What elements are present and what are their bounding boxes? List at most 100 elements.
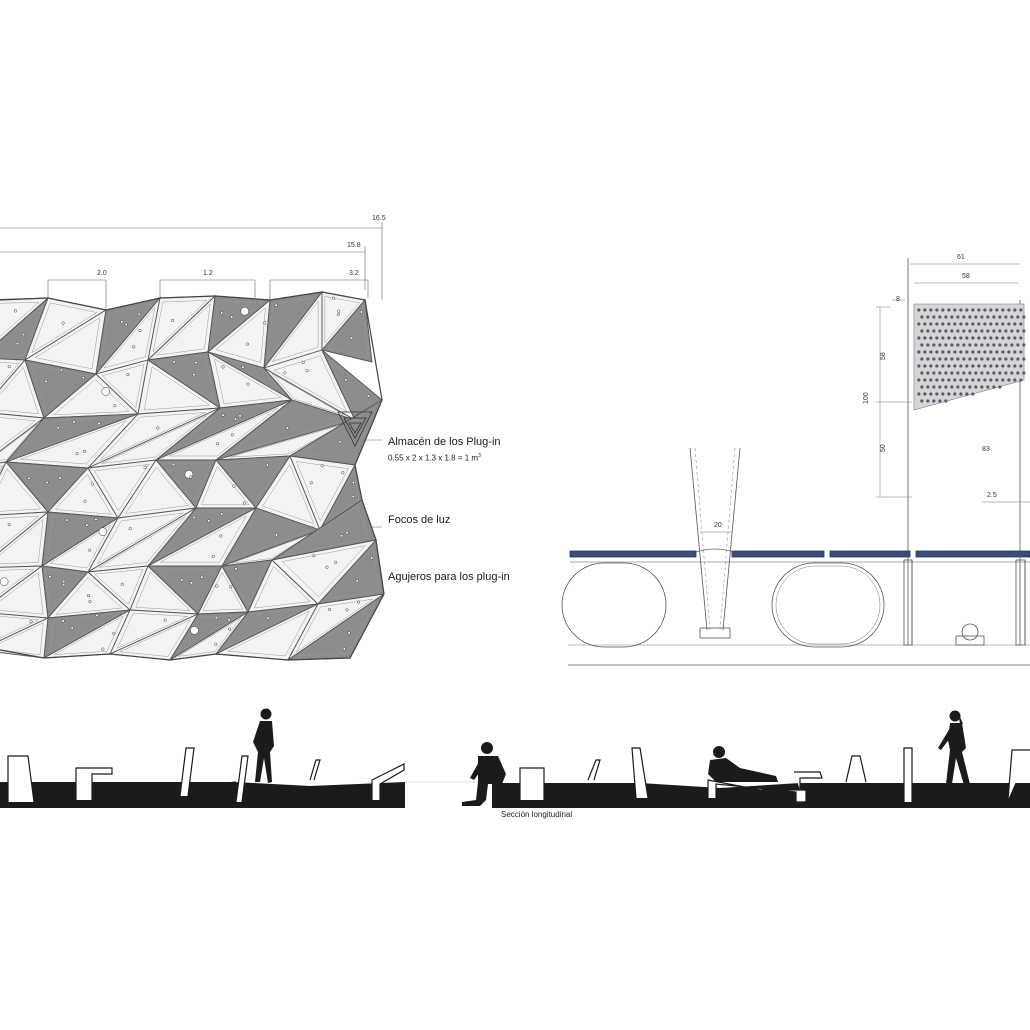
panel-facet-inset <box>0 366 39 415</box>
perforation-dot <box>1019 308 1023 312</box>
perforation-dot <box>944 385 948 389</box>
plug-in-hole <box>45 480 49 485</box>
panel-facet-inset <box>45 569 83 613</box>
panel-facet-inset <box>118 619 191 657</box>
perforation-dot <box>917 350 921 354</box>
perforation-dot <box>1001 364 1005 368</box>
perforation-dot <box>1004 315 1008 319</box>
perforation-dot <box>986 371 990 375</box>
perforation-dot <box>947 322 951 326</box>
perforation-dot <box>971 308 975 312</box>
perforation-dot <box>971 336 975 340</box>
perforation-dot <box>1013 322 1017 326</box>
plug-in-hole <box>345 531 349 535</box>
plug-in-hole <box>124 322 128 327</box>
section-caption: Sección longitudinal <box>501 810 573 819</box>
perforation-dot <box>926 371 930 375</box>
plug-in-hole <box>266 616 270 620</box>
panel-facet-inset <box>155 568 216 609</box>
perforation-dot <box>998 371 1002 375</box>
perforation-dot <box>956 357 960 361</box>
perforation-dot <box>1010 357 1014 361</box>
plug-in-hole <box>95 613 99 617</box>
label-holes: Agujeros para los plug-in <box>388 571 510 583</box>
perforation-dot <box>1004 329 1008 333</box>
panel-facet-inset <box>94 464 150 512</box>
perforation-dot <box>1001 378 1005 382</box>
panel-facet-inset <box>215 307 266 363</box>
perforation-dot <box>980 315 984 319</box>
perforation-dot <box>1013 336 1017 340</box>
plug-in-hole <box>234 567 238 571</box>
perforation-dot <box>959 350 963 354</box>
plug-in-hole <box>207 519 211 523</box>
perforation-dot <box>959 336 963 340</box>
perforation-dot <box>971 378 975 382</box>
plug-in-hole <box>359 310 363 314</box>
perforation-dot <box>932 371 936 375</box>
perforation-dot <box>965 392 969 396</box>
perforation-dot <box>974 385 978 389</box>
perforation-dot <box>923 364 927 368</box>
perforation-dot <box>977 378 981 382</box>
perforation-dot <box>917 322 921 326</box>
plug-in-hole <box>86 594 91 598</box>
plug-in-hole <box>7 365 11 369</box>
perforation-dot <box>941 364 945 368</box>
person-walking-icon <box>938 710 970 785</box>
perforation-dot <box>1016 357 1020 361</box>
plug-in-hole <box>72 420 76 424</box>
plug-in-hole <box>230 315 234 319</box>
plug-in-hole <box>233 417 238 421</box>
plug-in-hole <box>58 476 62 480</box>
plug-in-hole <box>59 368 64 372</box>
dim-bench-upper: 58 <box>880 352 887 360</box>
panel-facet-inset <box>135 571 191 611</box>
perforation-dot <box>983 308 987 312</box>
panel-facet-inset <box>94 569 144 605</box>
panel-facet-inset <box>49 613 119 653</box>
perforation-dot <box>935 350 939 354</box>
dim-bench-outer: 61 <box>957 254 965 261</box>
perforation-dot <box>941 308 945 312</box>
plug-in-hole <box>334 560 338 564</box>
perforation-dot <box>944 357 948 361</box>
plug-in-hole <box>246 382 250 386</box>
plug-in-hole <box>344 378 348 382</box>
plug-in-hole <box>337 309 341 313</box>
panel-facet-inset <box>158 511 245 559</box>
plug-in-hole <box>220 512 224 516</box>
perforation-dot <box>929 364 933 368</box>
plug-in-hole <box>22 333 26 337</box>
plug-in-hole <box>101 387 111 396</box>
panel-facet-inset <box>0 423 38 461</box>
panel-outline <box>0 291 385 661</box>
perforation-dot <box>950 371 954 375</box>
perforation-dot <box>956 315 960 319</box>
perforation-dot <box>1007 336 1011 340</box>
panel-facet-inset <box>271 300 319 363</box>
perforation-dot <box>992 315 996 319</box>
perforation-dot <box>983 322 987 326</box>
plug-in-hole <box>221 365 225 369</box>
perforation-dot <box>992 357 996 361</box>
person-sitting-icon <box>462 742 506 806</box>
plug-in-hole <box>15 342 20 346</box>
plug-in-hole <box>112 631 116 636</box>
plug-in-hole <box>172 360 176 364</box>
plug-in-hole <box>61 321 65 325</box>
dim-bench-height: 100 <box>863 392 870 404</box>
panel-facet-inset <box>299 407 375 461</box>
panel-facet-inset <box>162 462 212 503</box>
perforation-dot <box>977 364 981 368</box>
panel-facet-inset <box>47 515 110 560</box>
perforation-dot <box>917 392 921 396</box>
label-lights: Focos de luz <box>388 514 451 526</box>
panel-facet-inset <box>324 470 360 524</box>
perforation-dot <box>971 322 975 326</box>
perforation-dot <box>980 385 984 389</box>
plug-in-hole <box>370 556 374 560</box>
perforation-dot <box>977 322 981 326</box>
plug-in-hole <box>285 426 289 430</box>
seat-pod-left <box>561 562 667 648</box>
